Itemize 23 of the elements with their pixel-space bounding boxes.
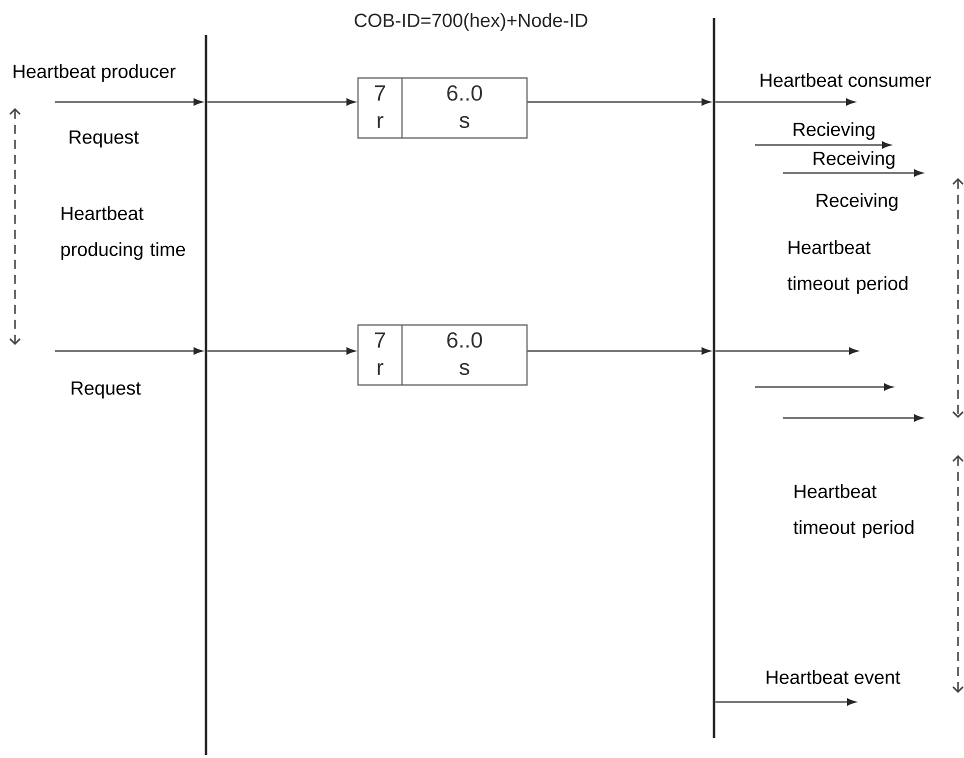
arrow xyxy=(55,98,203,106)
label: Request xyxy=(70,130,139,148)
arrow xyxy=(715,98,856,106)
edge-label: Heartbeat consumer xyxy=(758,72,932,88)
label: Heartbeat producing time xyxy=(61,206,185,260)
frame-box: 7 6..0 r s xyxy=(357,324,528,386)
label: Heartbeat timeout period xyxy=(794,484,914,538)
arrow xyxy=(528,98,711,106)
arrow xyxy=(528,347,711,355)
label: Receiving xyxy=(816,193,898,211)
arrow xyxy=(715,347,858,355)
label: Receiving xyxy=(814,151,894,169)
label: Recieving xyxy=(794,122,874,140)
arrow xyxy=(207,98,356,106)
title: COB-ID=700(hex)+Node-ID xyxy=(354,13,588,31)
arrow xyxy=(55,347,203,355)
label: Heartbeat event xyxy=(766,670,900,684)
frame-box: 7 6..0 r s xyxy=(357,77,528,139)
arrow xyxy=(207,347,356,355)
arrow xyxy=(715,698,856,706)
label: Heartbeat producer xyxy=(14,64,176,82)
label: Request xyxy=(72,382,141,398)
label: Heartbeat timeout period xyxy=(788,240,908,294)
